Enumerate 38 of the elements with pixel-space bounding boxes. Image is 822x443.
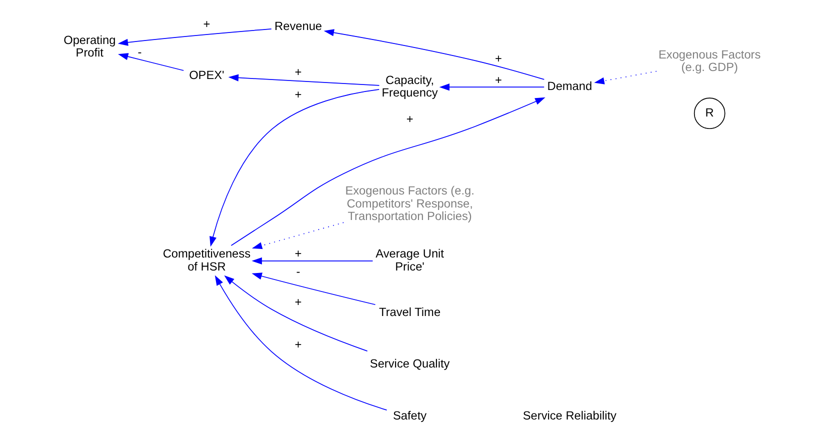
node-text: Capacity, Frequency xyxy=(381,72,438,100)
arrow xyxy=(117,28,272,46)
edge-label: + xyxy=(294,337,302,352)
node-text: Exogenous Factors (e.g. Competitors' Response, Transportation Policies) xyxy=(344,184,474,223)
edge-label: - xyxy=(137,44,142,59)
edge-label: + xyxy=(294,65,302,80)
edge-label: - xyxy=(296,264,300,279)
node-text: Competitiveness of HSR xyxy=(162,246,250,274)
node-text: Demand xyxy=(546,79,592,94)
node-text: Service Quality xyxy=(369,356,450,371)
arrow xyxy=(214,275,387,410)
node-text: Safety xyxy=(392,408,426,422)
arrow xyxy=(323,29,544,80)
edge-label: + xyxy=(294,295,302,310)
node-text: OPEX' xyxy=(188,68,224,82)
arrow xyxy=(224,275,368,352)
arrow xyxy=(228,74,380,86)
edge-label: + xyxy=(202,16,210,31)
edge-label: + xyxy=(494,72,502,87)
arrow xyxy=(251,257,373,264)
edge-label: + xyxy=(294,246,302,261)
edge-label: + xyxy=(494,52,502,66)
arrow xyxy=(251,222,344,250)
arrow xyxy=(251,272,376,306)
label: Service Reliability xyxy=(522,408,616,422)
arrow xyxy=(438,84,544,91)
node-text: Exogenous Factors (e.g. GDP) xyxy=(658,47,760,74)
node-text: Revenue xyxy=(274,19,322,33)
arrow xyxy=(117,53,184,71)
arrow xyxy=(230,97,545,246)
label: R xyxy=(704,106,714,120)
arrow xyxy=(594,70,656,84)
edge-label: + xyxy=(406,112,413,126)
node-text: Operating Profit xyxy=(63,32,116,60)
edge-label: + xyxy=(294,87,302,102)
node-text: Average Unit Price' xyxy=(375,246,444,274)
arrow xyxy=(209,89,380,247)
node-text: Travel Time xyxy=(378,304,440,319)
